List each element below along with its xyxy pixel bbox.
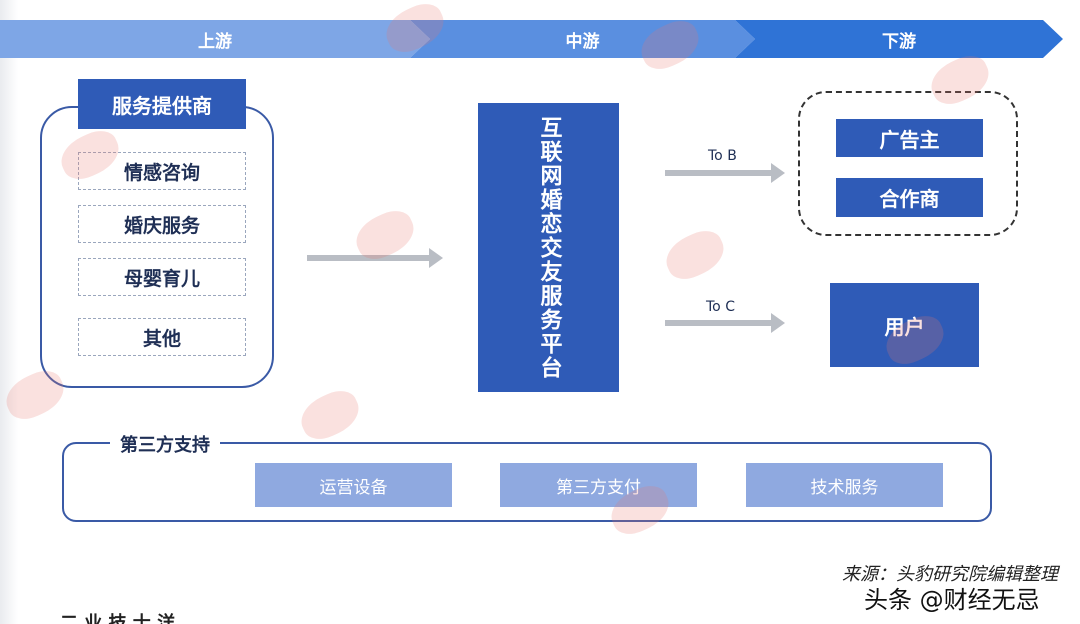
user-box: 用户 [830, 283, 979, 367]
page-shadow [0, 0, 18, 624]
provider-item-maternal-infant: 母婴育儿 [78, 258, 246, 296]
account-watermark: 头条 @财经无忌 [864, 586, 1040, 614]
third-party-tech-service: 技术服务 [746, 463, 943, 507]
advertiser-box: 广告主 [836, 119, 983, 157]
platform-box: 互联网婚恋交友服务平台 [478, 103, 619, 392]
b-customers-group [798, 91, 1018, 236]
stage-downstream: 下游 [735, 20, 1063, 58]
provider-item-other: 其他 [78, 318, 246, 356]
watermark-logo [294, 384, 366, 446]
watermark-logo [659, 224, 731, 286]
stage-upstream: 上游 [0, 20, 430, 58]
third-party-group [62, 442, 992, 522]
third-party-operations-equipment: 运营设备 [255, 463, 452, 507]
stage-downstream-label: 下游 [882, 31, 916, 52]
to-c-label: To C [706, 299, 735, 315]
arrow-to-c [665, 313, 785, 333]
third-party-title: 第三方支持 [110, 431, 220, 457]
stage-upstream-label: 上游 [198, 31, 232, 52]
cut-off-heading: 二 业 技 士 洋 [60, 613, 176, 624]
platform-label: 互联网婚恋交友服务平台 [536, 115, 562, 380]
provider-item-wedding-service: 婚庆服务 [78, 205, 246, 243]
source-note: 来源：头豹研究院编辑整理 [842, 564, 1058, 585]
provider-item-emotional-counseling: 情感咨询 [78, 152, 246, 190]
stage-midstream-label: 中游 [565, 31, 600, 52]
third-party-payment: 第三方支付 [500, 463, 697, 507]
arrow-to-b [665, 163, 785, 183]
arrow-to-platform [307, 248, 443, 268]
to-b-label: To B [708, 148, 737, 164]
provider-title: 服务提供商 [78, 79, 246, 129]
partner-box: 合作商 [836, 178, 983, 217]
stage-midstream: 中游 [410, 20, 755, 58]
